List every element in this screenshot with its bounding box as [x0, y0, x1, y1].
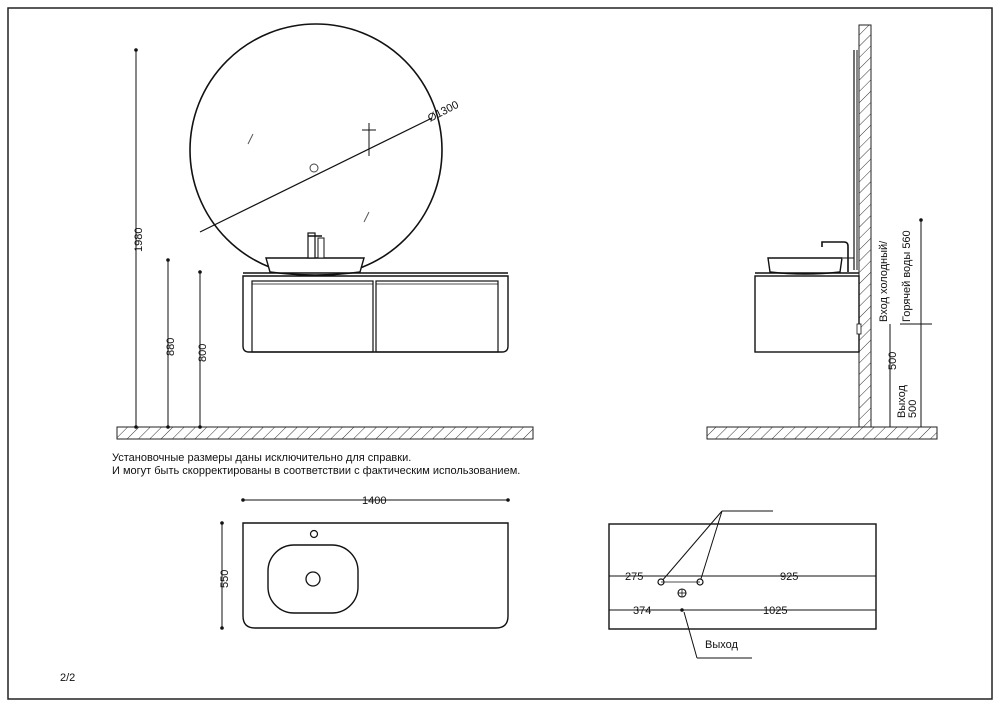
mirror-glint	[247, 133, 254, 145]
dim-label-880: 880	[165, 338, 177, 356]
faucet-side	[821, 241, 849, 272]
leader-line	[699, 510, 723, 583]
leader-line	[660, 510, 723, 583]
page-frame	[7, 7, 993, 700]
dim-tick	[919, 218, 923, 222]
dim-label-925: 925	[780, 571, 798, 583]
dim-tick	[134, 48, 138, 52]
mirror-diameter-label: Ø1300	[426, 99, 461, 125]
outlet-label: Выход	[705, 639, 738, 651]
note-line-1: Установочные размеры даны исключительно …	[112, 452, 412, 464]
front-view: Ø1300 1980 880 800	[116, 23, 534, 440]
dim-label-550: 550	[219, 570, 231, 588]
drain-icon	[305, 571, 321, 587]
wall-side	[858, 24, 872, 428]
note-line-2: И могут быть скорректированы в соответст…	[112, 465, 521, 477]
installation-note: Установочные размеры даны исключительно …	[112, 452, 520, 478]
page-number: 2/2	[60, 672, 76, 684]
inlet-label-line1: Вход холодный/	[878, 240, 890, 322]
mirror-diameter-line	[199, 117, 433, 233]
pipe-connector	[856, 323, 862, 335]
dim-label-1980: 1980	[133, 228, 145, 252]
dim-tick	[506, 498, 510, 502]
dim-tick	[198, 270, 202, 274]
mirror-switch-icon	[309, 163, 319, 173]
dim-label-275: 275	[625, 571, 643, 583]
side-view: Вход холодный/ Горячей воды 560 500 Выхо…	[706, 24, 938, 440]
inlet-label-line2: Горячей воды 560	[901, 230, 913, 322]
faucet-front	[307, 232, 316, 259]
dim-label-1400: 1400	[362, 495, 386, 507]
drawer-left	[251, 280, 374, 353]
dim-tick	[134, 425, 138, 429]
dim-label-800: 800	[197, 344, 209, 362]
pipe-layout: 275 925 374 1025 Выход	[608, 510, 877, 659]
outlet-side-line1: Выход	[896, 385, 908, 418]
dim-tick	[166, 258, 170, 262]
drawer-right	[375, 280, 499, 353]
dim-tick	[241, 498, 245, 502]
round-mirror	[189, 23, 443, 277]
dim-tick	[680, 608, 684, 612]
outlet-side-line2: 500	[907, 400, 919, 418]
dim-label-1025: 1025	[763, 605, 787, 617]
faucet-handle	[317, 237, 325, 259]
dim-tick	[220, 521, 224, 525]
floor-front	[116, 426, 534, 440]
basin-side	[767, 257, 843, 275]
dim-tick	[198, 425, 202, 429]
mirror-glint	[363, 211, 370, 223]
outlet-leader	[683, 611, 698, 659]
cabinet-side	[754, 275, 860, 353]
top-view: 1400 550	[219, 495, 510, 630]
floor-side	[706, 426, 938, 440]
dim-tick	[166, 425, 170, 429]
dim-label-500: 500	[887, 352, 899, 370]
faucet-hole-icon	[309, 529, 319, 539]
dim-label-374: 374	[633, 605, 651, 617]
dim-tick	[220, 626, 224, 630]
